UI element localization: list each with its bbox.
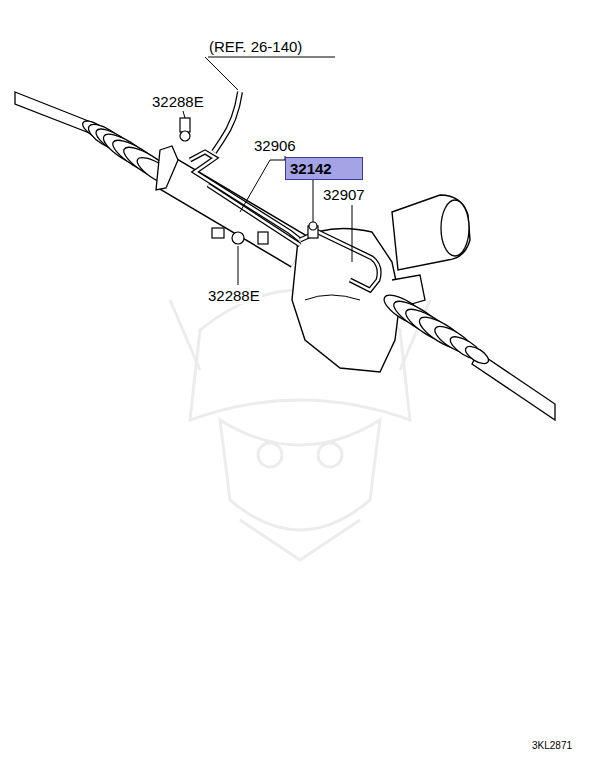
- highlight-box: 32142: [285, 157, 363, 180]
- callout-number: 32906: [252, 137, 298, 154]
- ref-label: (REF. 26-140): [207, 38, 304, 55]
- drawing-code: 3KL2871: [530, 740, 574, 752]
- callout-number: 32142: [290, 160, 362, 177]
- callout-number: 32907: [321, 186, 367, 203]
- callout-number: 32288E: [150, 93, 206, 110]
- callout-number: 32288E: [206, 287, 262, 304]
